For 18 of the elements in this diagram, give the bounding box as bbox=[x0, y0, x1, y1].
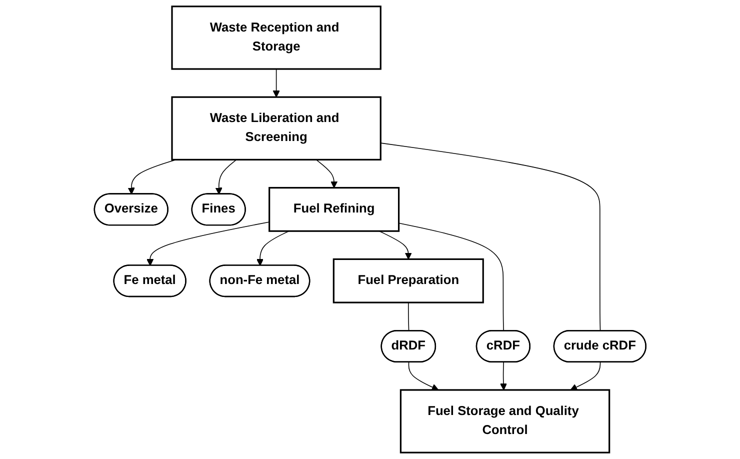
node-box: Waste Reception and Storage bbox=[171, 6, 382, 70]
arrow bbox=[316, 159, 338, 188]
connector bbox=[398, 222, 504, 332]
node-box: Fuel Storage and Quality Control bbox=[400, 389, 610, 454]
arrow bbox=[256, 230, 290, 266]
arrow bbox=[146, 222, 270, 266]
node-box: Waste Liberation and Screening bbox=[171, 96, 382, 160]
node-box: Fuel Refining bbox=[268, 186, 400, 232]
arrow bbox=[128, 159, 176, 194]
node-box: Fuel Preparation bbox=[332, 258, 484, 304]
connector bbox=[380, 142, 601, 332]
arrow bbox=[215, 159, 237, 194]
arrow bbox=[570, 362, 601, 390]
arrow bbox=[408, 362, 438, 390]
arrow bbox=[378, 230, 412, 260]
connector bbox=[408, 302, 410, 332]
arrow bbox=[500, 362, 507, 390]
arrow bbox=[272, 68, 280, 98]
